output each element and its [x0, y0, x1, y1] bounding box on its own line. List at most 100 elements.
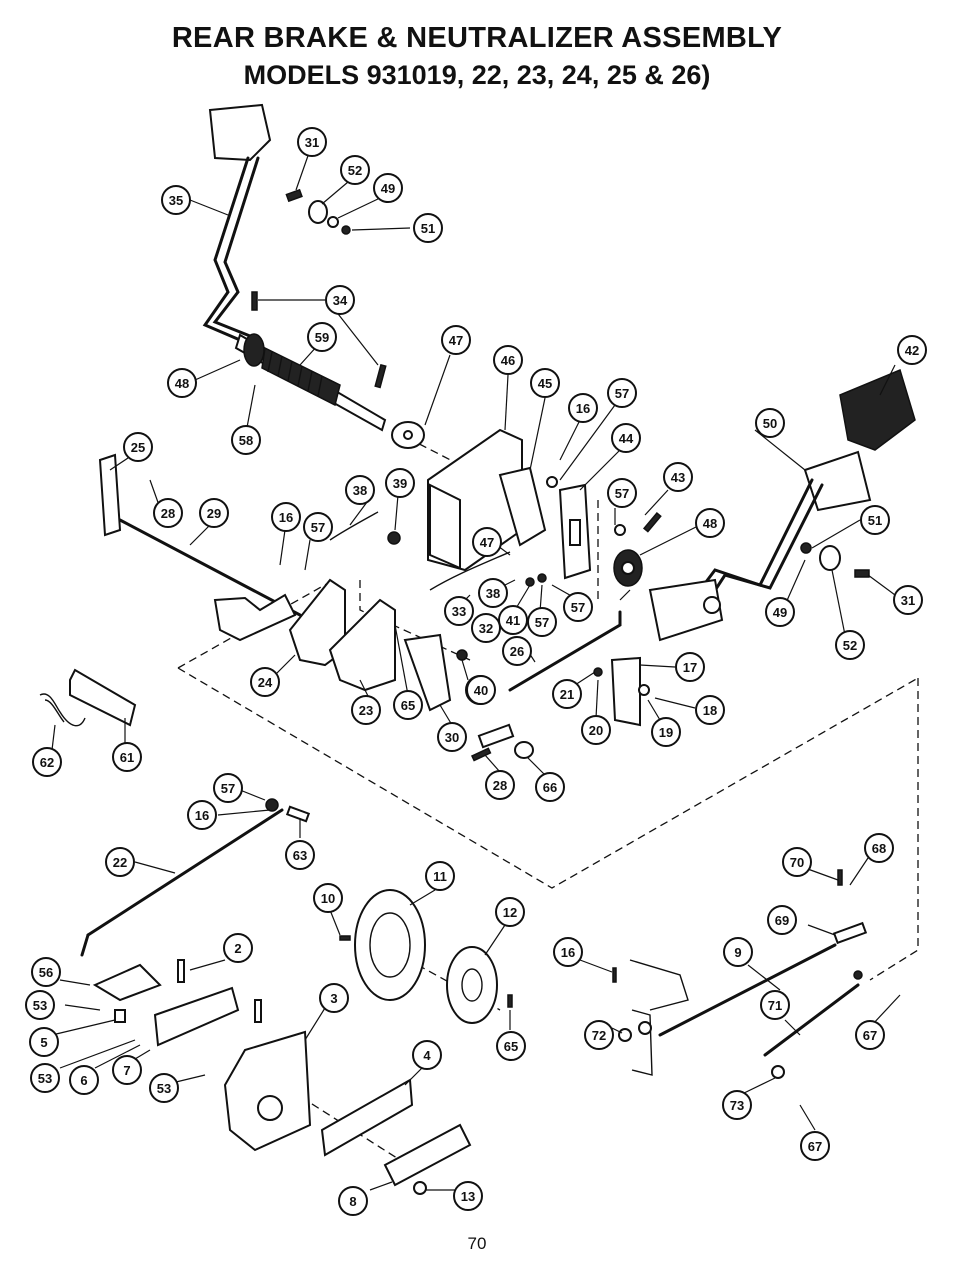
- callout-53: 53: [25, 990, 55, 1020]
- callout-label: 26: [510, 644, 524, 659]
- callout-26: 26: [502, 636, 532, 666]
- callout-16: 16: [553, 937, 583, 967]
- callout-bubble: [607, 478, 637, 508]
- callout-8: 8: [338, 1186, 368, 1216]
- callout-label: 52: [348, 163, 362, 178]
- callout-label: 41: [506, 613, 520, 628]
- callout-38: 38: [345, 475, 375, 505]
- callout-bubble: [385, 468, 415, 498]
- brake-pedal-35: [202, 103, 387, 432]
- callout-label: 65: [504, 1039, 518, 1054]
- callout-label: 31: [901, 593, 915, 608]
- callout-bubble: [271, 502, 301, 532]
- callout-label: 28: [493, 778, 507, 793]
- callout-label: 67: [808, 1139, 822, 1154]
- callout-label: 56: [39, 965, 53, 980]
- callout-bubble: [297, 127, 327, 157]
- callout-bubble: [112, 1055, 142, 1085]
- callout-bubble: [199, 498, 229, 528]
- callout-73: 73: [722, 1090, 752, 1120]
- callout-label: 9: [734, 945, 741, 960]
- callout-bubble: [471, 613, 501, 643]
- callout-33: 33: [444, 596, 474, 626]
- callout-46: 46: [493, 345, 523, 375]
- callout-label: 51: [868, 513, 882, 528]
- callout-bubble: [760, 990, 790, 1020]
- callout-label: 72: [592, 1028, 606, 1043]
- callout-label: 53: [33, 998, 47, 1013]
- callout-25: 25: [123, 432, 153, 462]
- callout-label: 57: [535, 615, 549, 630]
- callout-7: 7: [112, 1055, 142, 1085]
- callout-bubble: [466, 675, 496, 705]
- callout-bubble: [755, 408, 785, 438]
- callout-43: 43: [663, 462, 693, 492]
- callout-label: 8: [349, 1194, 356, 1209]
- callout-44: 44: [611, 423, 641, 453]
- callout-label: 28: [161, 506, 175, 521]
- neutralizer-linkage: [612, 869, 868, 1079]
- callout-label: 49: [381, 181, 395, 196]
- callout-label: 3: [330, 991, 337, 1006]
- callout-52: 52: [835, 630, 865, 660]
- callout-bubble: [535, 772, 565, 802]
- callout-bubble: [893, 585, 923, 615]
- callout-16: 16: [568, 393, 598, 423]
- callout-bubble: [495, 897, 525, 927]
- callout-23: 23: [351, 695, 381, 725]
- callout-label: 40: [474, 683, 488, 698]
- callout-label: 70: [790, 855, 804, 870]
- callout-72: 72: [584, 1020, 614, 1050]
- callout-bubble: [496, 1031, 526, 1061]
- callout-bubble: [325, 285, 355, 315]
- callout-label: 30: [445, 730, 459, 745]
- page-number: 70: [467, 1234, 487, 1253]
- callout-bubble: [553, 937, 583, 967]
- callout-bubble: [231, 425, 261, 455]
- callout-bubble: [149, 1073, 179, 1103]
- callout-bubble: [485, 770, 515, 800]
- callout-bubble: [319, 983, 349, 1013]
- callout-bubble: [32, 747, 62, 777]
- callout-label: 19: [659, 725, 673, 740]
- callout-45: 45: [530, 368, 560, 398]
- callout-bubble: [563, 592, 593, 622]
- callout-57: 57: [563, 592, 593, 622]
- callout-53: 53: [149, 1073, 179, 1103]
- callout-57: 57: [607, 378, 637, 408]
- callout-bubble: [412, 1040, 442, 1070]
- callout-label: 58: [239, 433, 253, 448]
- callout-32: 32: [471, 613, 501, 643]
- callout-bubble: [112, 742, 142, 772]
- callout-bubble: [250, 667, 280, 697]
- callout-bubble: [611, 423, 641, 453]
- callout-49: 49: [373, 173, 403, 203]
- callout-bubble: [855, 1020, 885, 1050]
- callout-label: 20: [589, 723, 603, 738]
- callout-58: 58: [231, 425, 261, 455]
- callout-label: 5: [40, 1035, 47, 1050]
- callout-label: 62: [40, 755, 54, 770]
- callout-label: 38: [353, 483, 367, 498]
- callout-label: 59: [315, 330, 329, 345]
- callout-bubble: [187, 800, 217, 830]
- callout-bubble: [441, 325, 471, 355]
- callout-28: 28: [485, 770, 515, 800]
- callout-bubble: [105, 847, 135, 877]
- callout-31: 31: [297, 127, 327, 157]
- callout-bubble: [695, 508, 725, 538]
- bracket-61-spring-62: [39, 668, 137, 727]
- callout-bubble: [607, 378, 637, 408]
- callout-4: 4: [412, 1040, 442, 1070]
- callout-label: 24: [258, 675, 273, 690]
- callout-bubble: [765, 597, 795, 627]
- callout-bubble: [800, 1131, 830, 1161]
- callout-bubble: [307, 322, 337, 352]
- callout-label: 71: [768, 998, 782, 1013]
- callout-label: 42: [905, 343, 919, 358]
- callout-label: 11: [433, 869, 447, 884]
- callout-bubble: [897, 335, 927, 365]
- callout-49: 49: [765, 597, 795, 627]
- callout-bubble: [161, 185, 191, 215]
